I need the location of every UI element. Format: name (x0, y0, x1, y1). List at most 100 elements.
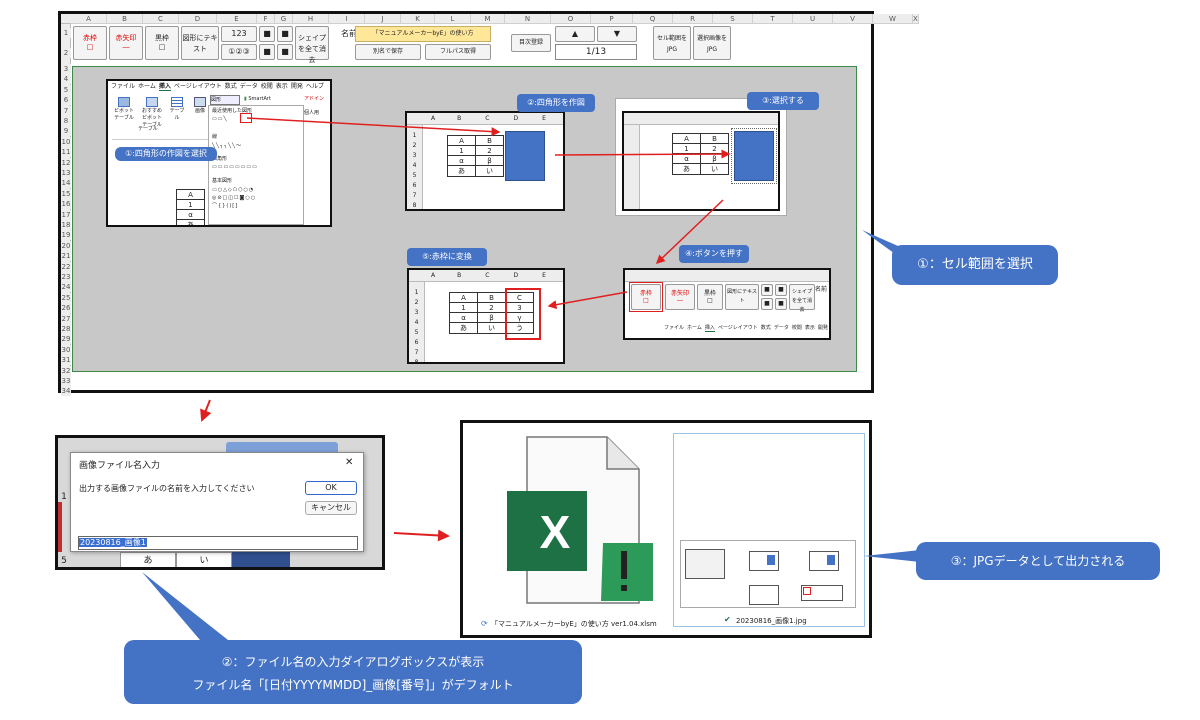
black-square-button-3[interactable]: ■ (259, 44, 275, 60)
row-header[interactable]: 21 (61, 251, 71, 262)
red-arrow-button[interactable]: 赤矢印 ― (109, 26, 143, 60)
column-header[interactable]: F (257, 14, 275, 24)
ribbon-tab[interactable]: 数式 (224, 83, 237, 90)
personal-addin-button[interactable]: 個人用 (304, 109, 330, 119)
column-header[interactable]: C (143, 14, 179, 24)
column-header[interactable]: W (873, 14, 913, 24)
column-header[interactable]: M (471, 14, 505, 24)
column-header[interactable]: N (505, 14, 551, 24)
table-button[interactable]: テーブル (168, 97, 186, 121)
column-header[interactable]: K (401, 14, 435, 24)
step4-black-square-2[interactable]: ■ (775, 284, 787, 296)
row-header[interactable]: 23 (61, 272, 71, 282)
step4-black-square-4[interactable]: ■ (775, 298, 787, 310)
circled-number-button[interactable]: ①②③ (221, 44, 257, 60)
step4-black-frame-button[interactable]: 黒枠 □ (697, 284, 723, 310)
file-name-input[interactable]: 20230816_画像1 (78, 536, 358, 550)
row-header[interactable]: 30 (61, 344, 71, 355)
column-header[interactable]: H (293, 14, 329, 24)
step4-ribbon-tab[interactable]: 数式 (760, 325, 771, 331)
black-square-button-2[interactable]: ■ (277, 26, 293, 42)
row-header[interactable]: 24 (61, 282, 71, 293)
column-header[interactable]: S (713, 14, 753, 24)
row-header[interactable]: 32 (61, 365, 71, 376)
column-header[interactable]: P (591, 14, 633, 24)
row-header[interactable]: 4 (61, 74, 71, 85)
step4-ribbon-tab[interactable]: 開発 (817, 325, 828, 331)
row-header[interactable]: 27 (61, 313, 71, 324)
ribbon-tab[interactable]: ホーム (138, 83, 156, 90)
row-header[interactable]: 14 (61, 178, 71, 189)
column-header[interactable]: E (217, 14, 257, 24)
column-header[interactable]: O (551, 14, 591, 24)
ribbon-tab[interactable]: 挿入 (158, 83, 171, 91)
step4-black-square-1[interactable]: ■ (761, 284, 773, 296)
column-header[interactable]: A (71, 14, 107, 24)
row-header[interactable]: 1 (61, 28, 71, 38)
fullpath-button[interactable]: フルパス取得 (425, 44, 491, 60)
step4-ribbon-tab[interactable]: ページレイアウト (717, 325, 758, 331)
column-header[interactable]: V (833, 14, 873, 24)
shape-text-button[interactable]: 図形にテキスト (181, 26, 219, 60)
row-header[interactable]: 19 (61, 230, 71, 241)
column-header[interactable]: T (753, 14, 793, 24)
column-header[interactable]: I (329, 14, 365, 24)
ribbon-tab[interactable]: ページレイアウト (173, 83, 222, 90)
column-header[interactable]: X (913, 14, 919, 24)
step4-ribbon-tab[interactable]: ファイル (664, 325, 685, 331)
row-header[interactable]: 34 (61, 386, 71, 397)
ok-button[interactable]: OK (305, 481, 357, 495)
row-header[interactable]: 25 (61, 292, 71, 303)
recommended-pivot-button[interactable]: おすすめピボットテーブル (140, 97, 164, 128)
row-header[interactable]: 20 (61, 240, 71, 251)
column-header[interactable]: B (107, 14, 143, 24)
row-header[interactable]: 26 (61, 303, 71, 314)
column-header[interactable]: G (275, 14, 293, 24)
row-header[interactable]: 28 (61, 324, 71, 334)
pivot-table-button[interactable]: ピボットテーブル (112, 97, 136, 121)
ribbon-tab[interactable]: データ (239, 83, 258, 90)
column-header[interactable]: Q (633, 14, 673, 24)
red-frame-button[interactable]: 赤枠 □ (73, 26, 107, 60)
ribbon-tab[interactable]: ヘルプ (305, 83, 324, 90)
step4-red-arrow-button[interactable]: 赤矢印 ― (665, 284, 695, 310)
step4-ribbon-tab[interactable]: ホーム (687, 325, 702, 331)
row-header[interactable]: 31 (61, 355, 71, 366)
row-header[interactable]: 10 (61, 136, 71, 147)
step4-shape-text-button[interactable]: 図形にテキスト (725, 284, 759, 310)
toc-register-button[interactable]: 目次登録 (511, 34, 551, 52)
row-header[interactable]: 18 (61, 220, 71, 230)
ribbon-tab[interactable]: ファイル (111, 83, 136, 90)
row-header[interactable]: 16 (61, 199, 71, 210)
save-as-button[interactable]: 別名で保存 (355, 44, 421, 60)
black-square-button-4[interactable]: ■ (277, 44, 293, 60)
selected-rectangle[interactable] (734, 131, 774, 181)
row-header[interactable]: 17 (61, 209, 71, 220)
ribbon-tab[interactable]: 校閲 (260, 83, 273, 90)
xlsm-file-item[interactable]: X ⟳ 「マニュアルメーカーbyE」の使い方 ver1.04.xlsm (481, 427, 663, 631)
close-icon[interactable]: ✕ (345, 457, 354, 468)
column-header[interactable]: R (673, 14, 713, 24)
row-header[interactable]: 9 (61, 126, 71, 137)
shapes-dropdown[interactable]: 図形 (210, 95, 240, 105)
step4-ribbon-tab[interactable]: 表示 (804, 325, 815, 331)
row-header[interactable]: 12 (61, 157, 71, 168)
row-header[interactable]: 15 (61, 188, 71, 199)
selected-image-to-jpg-button[interactable]: 選択画像をJPG (693, 26, 731, 60)
column-header[interactable]: U (793, 14, 833, 24)
row-header[interactable]: 8 (61, 116, 71, 126)
ribbon-tab[interactable]: 表示 (275, 83, 288, 90)
column-header[interactable]: D (179, 14, 217, 24)
step4-delete-shapes-button[interactable]: シェイプを全て消去 (789, 284, 815, 313)
black-square-button-1[interactable]: ■ (259, 26, 275, 42)
row-header[interactable]: 33 (61, 376, 71, 386)
number-button[interactable]: 123 (221, 26, 257, 42)
addin-button[interactable]: アドイン (304, 95, 330, 105)
page-down-button[interactable]: ▼ (597, 26, 637, 42)
range-to-jpg-button[interactable]: セル範囲をJPG (653, 26, 691, 60)
row-header[interactable]: 7 (61, 105, 71, 116)
row-header[interactable]: 11 (61, 147, 71, 158)
step4-ribbon-tab[interactable]: 校閲 (791, 325, 802, 331)
black-frame-button[interactable]: 黒枠 □ (145, 26, 179, 60)
row-header[interactable]: 13 (61, 168, 71, 178)
